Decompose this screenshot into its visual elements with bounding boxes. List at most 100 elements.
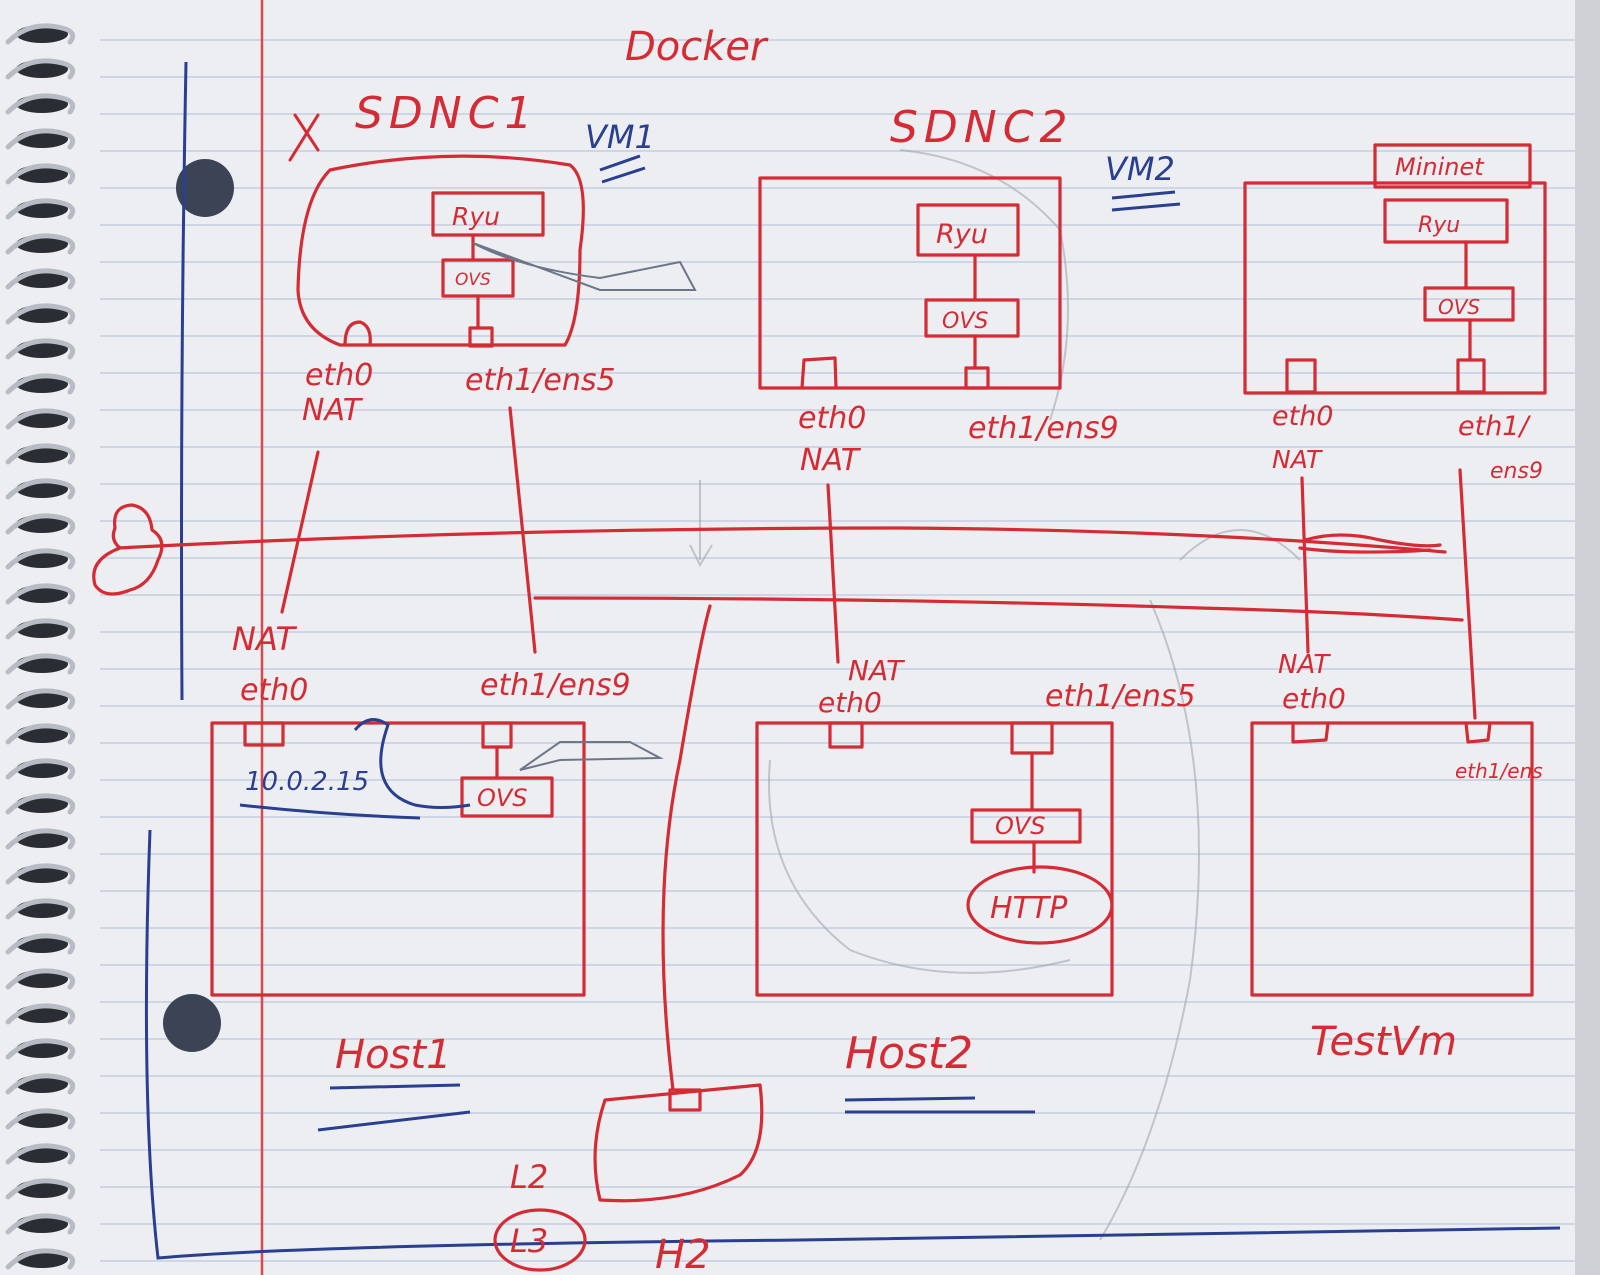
punch-hole-top [176,159,234,217]
host2-http-oval [966,865,1114,945]
host1-ovs-box [460,776,554,818]
host1-label: Host1 [335,1032,452,1078]
spiral-ring [5,93,76,115]
l2-label: L2 [510,1158,548,1196]
testvm-port-right-label: eth1/ens [1455,759,1543,783]
sdnc1-label: SDNC1 [355,88,538,139]
mininet-ryu-label: Ryu [1418,213,1460,238]
spiral-ring [5,583,76,605]
blue-underlines [317,154,1181,1132]
spiral-ring [5,898,76,920]
mininet-ryu-box [1383,198,1509,244]
spiral-ring [5,268,76,290]
mininet-box [1243,181,1547,395]
host1-ip-label: 10.0.2.15 [245,767,369,797]
testvm-port-left [1291,721,1330,744]
sdnc2-port-right-label: eth1/ens9 [968,411,1119,446]
testvm-label: TestVm [1310,1019,1457,1065]
internal-network-line [533,596,1464,622]
sdnc2-ovs-label: OVS [942,309,988,334]
mininet-label-box [1373,143,1532,189]
spiral-ring [5,828,76,850]
spiral-ring [5,688,76,710]
spiral-ring [5,548,76,570]
internet-cloud [92,503,164,596]
spiral-ring [5,863,76,885]
sdnc1-ryu-label: Ryu [452,202,500,231]
host1-box [210,721,586,997]
sdnc1-ovs-label: OVS [455,270,491,290]
host1-port-right-label: eth1/ens9 [480,668,631,703]
host1-port-left [243,721,285,747]
l3-circle [493,1208,587,1272]
spiral-ring [5,478,76,500]
paper-shadow [1575,0,1600,1275]
spiral-ring [5,1248,76,1270]
spiral-ring [5,1003,76,1025]
sdnc2-port-right [964,366,990,390]
spiral-ring [5,233,76,255]
spiral-ring [5,408,76,430]
l2-box-port [668,1088,702,1112]
sdnc1-eth0-link [280,450,320,614]
host2-box [755,721,1114,997]
host2-port-left-label: eth0 [818,686,882,719]
spiral-ring [5,513,76,535]
host2-http-label: HTTP [990,891,1068,926]
sdnc2-ovs-box [924,298,1020,338]
page-title: Docker [625,24,769,70]
spiral-ring [5,1038,76,1060]
sdnc1-ryu-box [431,191,545,237]
spiral-ring [5,758,76,780]
sdnc1-eth1-link [508,406,537,654]
host2-ovs-label: OVS [995,812,1046,840]
sdnc1-port-left-sub: NAT [302,393,364,428]
host1-port-left-top: NAT [232,620,298,658]
testvm-port-left-top: NAT [1278,650,1331,680]
diagram [92,143,1547,1272]
testvm-box [1250,721,1534,997]
spiral-ring [5,338,76,360]
sdnc2-ryu-label: Ryu [936,219,988,250]
spiral-ring [5,723,76,745]
spiral-ring [5,793,76,815]
host2-port-left [828,721,864,749]
sdnc2-port-left-label: eth0 [798,401,866,436]
sdnc2-box [758,176,1062,390]
sdnc1-box [296,154,585,347]
nat-network-line [116,526,1447,554]
nat-line-scribble [1298,533,1442,554]
spiral-ring [5,443,76,465]
mininet-eth0-link [1300,476,1310,654]
spiral-ring [5,23,76,45]
punch-hole-bottom [163,994,221,1052]
mininet-port-left [1285,358,1317,394]
sdnc2-ryu-box [916,203,1020,257]
sdnc2-port-left-sub: NAT [800,443,862,478]
sdnc1-port-left [343,320,372,347]
sdnc1-port-left-label: eth0 [305,358,373,393]
l2-uplink [661,604,712,1092]
spiral-ring [5,653,76,675]
sdnc2-eth0-link [826,483,840,664]
host2-label: Host2 [845,1028,973,1079]
mininet-eth1-link [1458,468,1477,720]
spiral-ring [5,933,76,955]
mininet-label: Mininet [1395,153,1485,181]
blue-border-lines [144,61,1561,1260]
mininet-port-right [1456,358,1486,394]
pencil-sketch [689,149,1301,1241]
host1-ovs-label: OVS [477,784,528,812]
mininet-ovs-label: OVS [1438,295,1480,319]
host2-ovs-box [970,808,1082,844]
mininet-port-left-label: eth0 [1272,401,1334,432]
host2-port-left-top: NAT [848,654,905,687]
testvm-port-left-label: eth0 [1282,682,1346,715]
spiral-ring [5,1143,76,1165]
host2-port-right-label: eth1/ens5 [1045,679,1196,714]
host1-port-left-label: eth0 [240,673,308,708]
spiral-ring [5,968,76,990]
spiral-ring [5,303,76,325]
